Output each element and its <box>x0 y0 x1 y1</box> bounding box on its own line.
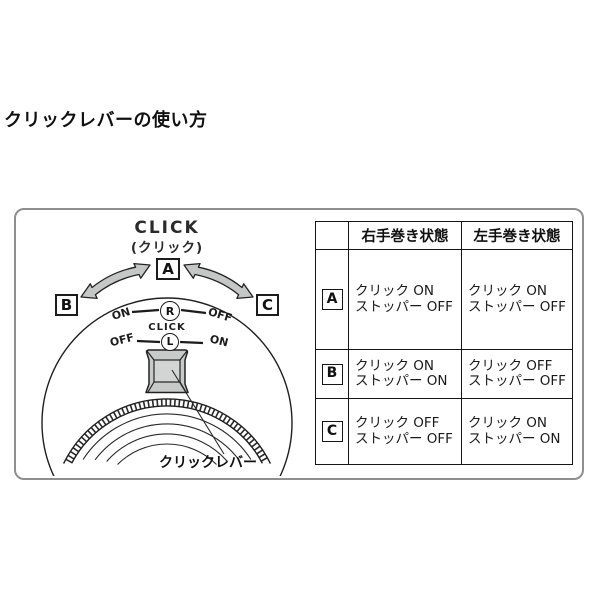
click-heading-sub: (クリック) <box>130 240 204 256</box>
table-row-b: B クリック ON ストッパー ON クリック OFF ストッパー OFF <box>315 349 573 399</box>
cell-line: クリック OFF <box>468 357 553 374</box>
page-title: クリックレバーの使い方 <box>4 110 208 131</box>
spool-arc-2 <box>94 423 240 461</box>
header-blank <box>315 221 349 250</box>
cell-line: ストッパー OFF <box>468 298 566 315</box>
knurled-rim-outer-arc <box>62 398 272 464</box>
dial-l-marker: L <box>161 333 179 351</box>
cell-line: クリック ON <box>355 283 435 299</box>
row-b-tag: B <box>321 363 343 385</box>
cell-line: ストッパー OFF <box>468 373 566 389</box>
row-a-left-hand-cell: クリック ON ストッパー OFF <box>461 249 573 350</box>
row-c-tag: C <box>321 421 343 442</box>
dial-line-r-off <box>180 308 207 315</box>
click-lever-face <box>153 359 181 383</box>
dial-line-l-off <box>136 339 161 344</box>
header-left-hand: 左手巻き状態 <box>461 221 573 250</box>
spool-arc-1 <box>82 413 252 460</box>
click-lever-bevel-lines <box>146 350 188 393</box>
dial-r-marker: R <box>160 301 180 321</box>
click-lever-caption: クリックレバー <box>159 455 257 471</box>
cell-line: ストッパー ON <box>468 430 561 447</box>
row-b-left-hand-cell: クリック OFF ストッパー OFF <box>461 349 573 399</box>
row-c-left-hand-cell: クリック ON ストッパー ON <box>461 398 573 465</box>
position-box-a: A <box>156 258 180 280</box>
click-lever-diagram: CLICK (クリック) A B C R L CLICK ON OFF OFF … <box>16 210 582 476</box>
state-table: 右手巻き状態 左手巻き状態 A クリック ON ストッパー OFF クリック O… <box>315 221 573 465</box>
reel-diagram-svg <box>41 262 293 476</box>
table-row-c: C クリック OFF ストッパー OFF クリック ON ストッパー ON <box>315 398 573 465</box>
cell-line: クリック ON <box>468 283 548 299</box>
row-a-tag: A <box>321 289 343 310</box>
row-a-right-hand-cell: クリック ON ストッパー OFF <box>348 249 462 350</box>
table-header-row: 右手巻き状態 左手巻き状態 <box>315 221 573 250</box>
row-b-right-hand-cell: クリック ON ストッパー ON <box>348 349 462 399</box>
click-heading: CLICK <box>134 218 200 238</box>
cell-line: ストッパー ON <box>355 373 448 389</box>
header-right-hand: 右手巻き状態 <box>348 221 462 250</box>
cell-line: ストッパー OFF <box>355 430 453 447</box>
swing-arrow-right-icon <box>183 262 254 300</box>
cell-line: ストッパー OFF <box>355 298 453 315</box>
dial-line-r-on <box>131 308 160 314</box>
dial-click-label: CLICK <box>148 322 186 333</box>
spool-arc-4 <box>117 443 217 465</box>
position-box-c: C <box>256 294 279 316</box>
instruction-panel: CLICK (クリック) A B C R L CLICK ON OFF OFF … <box>14 208 584 480</box>
spool-arc-3 <box>106 433 228 462</box>
cell-line: クリック ON <box>355 357 435 374</box>
lever-pointer-line <box>171 369 225 455</box>
cell-line: クリック OFF <box>355 415 440 431</box>
reel-body-arc <box>41 297 293 476</box>
dial-line-l-on <box>179 340 204 345</box>
row-c-right-hand-cell: クリック OFF ストッパー OFF <box>348 398 462 465</box>
swing-arrow-left-icon <box>80 262 151 300</box>
cell-line: クリック ON <box>468 415 548 431</box>
table-row-a: A クリック ON ストッパー OFF クリック ON ストッパー OFF <box>315 249 573 350</box>
position-box-b: B <box>55 294 78 316</box>
knurled-rim-inner-arc <box>70 405 264 464</box>
